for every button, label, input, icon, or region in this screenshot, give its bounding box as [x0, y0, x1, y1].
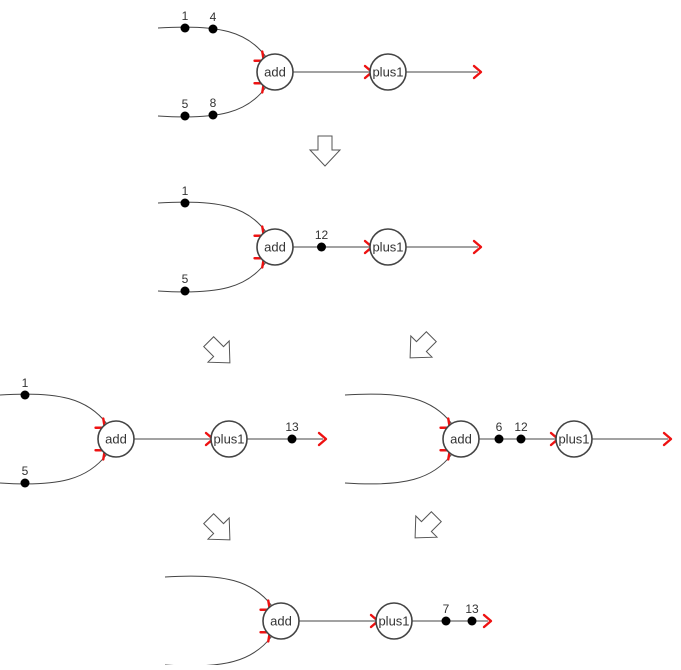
plus1-node-label: plus1: [378, 613, 409, 628]
add-node: [262, 602, 300, 640]
panel-step-5: add plus1 7 13: [164, 575, 493, 667]
token-label: 4: [210, 10, 217, 24]
transition-arrow-down-right: [203, 336, 231, 364]
token-label: 8: [210, 96, 217, 110]
token-dot: [467, 616, 477, 626]
plus1-node: [369, 53, 407, 91]
transition-arrow-down-left: [409, 331, 437, 359]
token-dot: [180, 198, 190, 208]
output-arrowhead: [472, 64, 483, 80]
token-dot: [180, 23, 190, 33]
top-input-wire: [157, 26, 267, 58]
bottom-input-wire: [0, 453, 108, 485]
bottom-input-wire: [157, 86, 267, 118]
transition-arrow-down: [308, 135, 342, 167]
panel-step-3: add plus1 1 5 13: [0, 376, 328, 488]
transition-arrow-down-right: [203, 513, 231, 541]
top-input-wire: [344, 393, 453, 425]
token-dot: [180, 111, 190, 121]
add-node-label: add: [264, 64, 286, 79]
plus1-node: [369, 228, 407, 266]
plus1-node: [555, 420, 593, 458]
add-node: [256, 228, 294, 266]
top-input-wire: [0, 393, 108, 425]
token-dot: [208, 24, 218, 34]
token-label: 1: [182, 184, 189, 198]
token-label: 1: [22, 376, 29, 390]
token-dot: [441, 616, 451, 626]
transition-arrow-down-left: [414, 511, 442, 539]
token-label: 12: [514, 420, 528, 434]
token-label: 13: [465, 602, 479, 616]
add-node-label: add: [105, 431, 127, 446]
token-label: 5: [22, 464, 29, 478]
bottom-input-wire: [164, 635, 273, 667]
plus1-node-label: plus1: [372, 239, 403, 254]
panel-step-2: add plus1 1 5 12: [157, 184, 483, 296]
add-node-label: add: [450, 431, 472, 446]
add-node: [256, 53, 294, 91]
add-node: [97, 420, 135, 458]
add-node-label: add: [264, 239, 286, 254]
top-input-wire: [164, 575, 273, 607]
token-label: 5: [182, 272, 189, 286]
token-label: 12: [315, 228, 329, 242]
output-arrowhead: [317, 431, 328, 447]
bottom-input-wire: [344, 453, 453, 485]
token-label: 5: [182, 97, 189, 111]
token-label: 13: [285, 420, 299, 434]
token-label: 6: [496, 420, 503, 434]
plus1-node-label: plus1: [558, 431, 589, 446]
token-label: 1: [182, 9, 189, 23]
plus1-node: [375, 602, 413, 640]
output-arrowhead: [662, 431, 673, 447]
token-dot: [180, 286, 190, 296]
panel-step-1: add plus1 1 4 5 8: [157, 9, 483, 121]
add-node: [442, 420, 480, 458]
add-node-label: add: [270, 613, 292, 628]
token-dot: [20, 478, 30, 488]
output-arrowhead: [472, 239, 483, 255]
token-label: 7: [443, 602, 450, 616]
token-dot: [317, 242, 326, 252]
token-dot: [208, 110, 218, 120]
panel-step-4: add plus1 6 12: [344, 393, 673, 485]
token-dot: [516, 434, 526, 444]
top-input-wire: [157, 201, 267, 233]
token-dot: [494, 434, 504, 444]
output-arrowhead: [482, 613, 493, 629]
plus1-node-label: plus1: [372, 64, 403, 79]
plus1-node: [210, 420, 248, 458]
plus1-node-label: plus1: [213, 431, 244, 446]
token-dot: [287, 434, 297, 444]
token-dot: [20, 390, 30, 400]
bottom-input-wire: [157, 261, 267, 293]
